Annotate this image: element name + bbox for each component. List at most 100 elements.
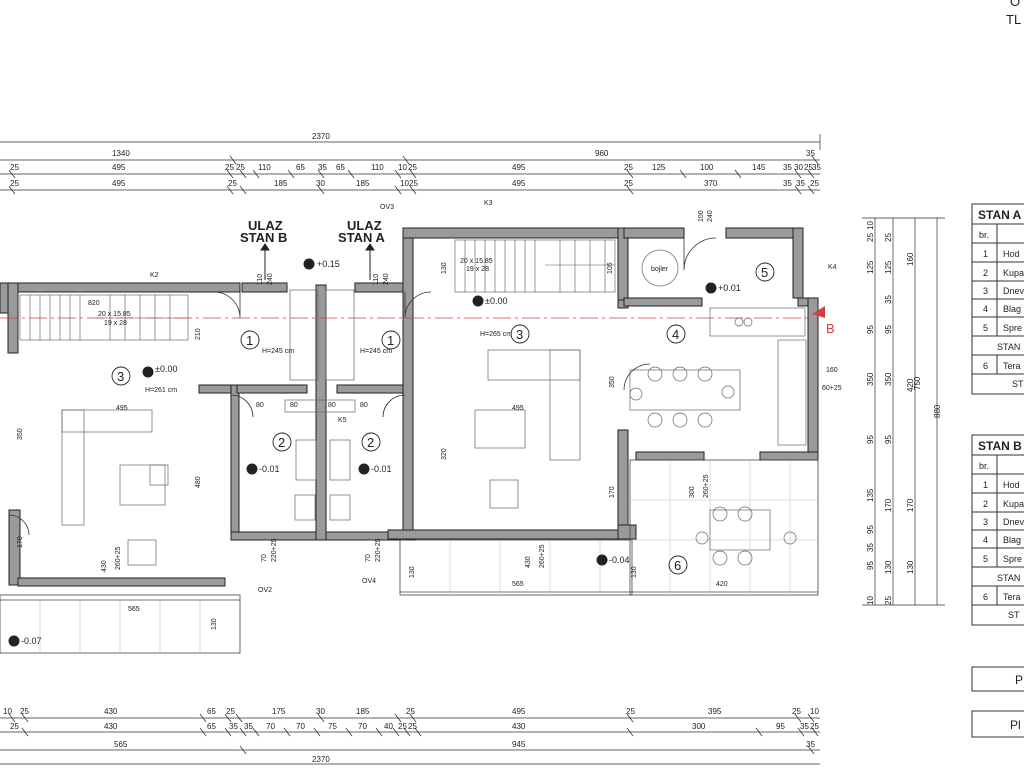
label-k2: K2 bbox=[150, 272, 159, 279]
right-dimensions bbox=[862, 217, 945, 606]
dim-label: 495 bbox=[112, 179, 126, 188]
dim-label: 95 bbox=[884, 325, 893, 334]
dim-label: 110 bbox=[373, 274, 380, 285]
table-b-name: Hod bbox=[1003, 480, 1020, 490]
dim-label: 35 bbox=[866, 543, 875, 552]
dim-label: 25 bbox=[408, 722, 417, 731]
dim-label: 565 bbox=[114, 740, 128, 749]
room-number: 2 bbox=[367, 435, 374, 450]
dim-label: 35 bbox=[783, 163, 792, 172]
top-dim-row-3: 25 495 25 185 30 185 10 25 495 25 370 35… bbox=[10, 179, 819, 188]
dim-label: 25 bbox=[406, 707, 415, 716]
table-a-no: 1 bbox=[983, 249, 988, 259]
dim-label: 175 bbox=[272, 707, 286, 716]
dim-label: 25 bbox=[866, 233, 875, 242]
level-label: +0.01 bbox=[718, 283, 741, 293]
dim-label: 25 bbox=[810, 722, 819, 731]
table-b-no: 1 bbox=[983, 480, 988, 490]
bottom-box-2-label: Pl bbox=[1010, 718, 1021, 732]
room-number: 3 bbox=[516, 327, 523, 342]
dim-label: 25 bbox=[624, 163, 633, 172]
dim-label: 260+25 bbox=[703, 474, 710, 498]
label-k5: K5 bbox=[338, 417, 347, 424]
dim-label: 565 bbox=[512, 581, 524, 588]
label-ov3: OV3 bbox=[380, 204, 394, 211]
dim-label: 210 bbox=[195, 328, 202, 340]
dim-label: 945 bbox=[512, 740, 526, 749]
stair-label: 20 x 15.85 bbox=[460, 258, 493, 265]
dim-label: 65 bbox=[207, 722, 216, 731]
dim-label: 480 bbox=[195, 476, 202, 488]
dim-label: 60+25 bbox=[822, 385, 842, 392]
dim-label: 75 bbox=[328, 722, 337, 731]
dim-label: 25 bbox=[810, 179, 819, 188]
dim-label: 395 bbox=[708, 707, 722, 716]
dim-label: 70 bbox=[358, 722, 367, 731]
dim-label: 95 bbox=[776, 722, 785, 731]
dim-label: 35 bbox=[244, 722, 253, 731]
dim-label: 80 bbox=[360, 402, 368, 409]
dim-label: 130 bbox=[409, 566, 416, 578]
dim-label: 95 bbox=[884, 435, 893, 444]
stair-label: 19 x 28 bbox=[104, 320, 127, 327]
dim-label: 350 bbox=[609, 376, 616, 388]
table-a-subtotal: STAN bbox=[997, 342, 1020, 352]
entrance-stan-b: ULAZ STAN B bbox=[240, 218, 287, 245]
entrance-label: STAN B bbox=[240, 230, 287, 245]
dim-label: 35 bbox=[800, 722, 809, 731]
dim-label: 35 bbox=[796, 179, 805, 188]
level-label: ±0.00 bbox=[485, 296, 507, 306]
table-a-name: Spre bbox=[1003, 323, 1022, 333]
table-stan-b bbox=[971, 434, 1024, 626]
dim-label: 750 bbox=[913, 376, 922, 390]
label-ov4: OV4 bbox=[362, 578, 376, 585]
dim-label: 105 bbox=[607, 262, 614, 274]
dim-label: 240 bbox=[267, 273, 274, 285]
room-number: 3 bbox=[117, 369, 124, 384]
entrance-label: ULAZ bbox=[347, 218, 382, 233]
dim-label: 95 bbox=[866, 435, 875, 444]
dim-label: 100 bbox=[698, 210, 705, 222]
table-b-no: 3 bbox=[983, 517, 988, 527]
dim-label: 70 bbox=[261, 554, 268, 562]
table-b-name: Tera bbox=[1003, 592, 1021, 602]
dim-label: 65 bbox=[336, 163, 345, 172]
table-b-name: Kupa bbox=[1003, 499, 1024, 509]
level-label: -0.01 bbox=[371, 464, 392, 474]
right-dim-col-3: 160 420 170 130 bbox=[906, 252, 915, 574]
room-number: 2 bbox=[278, 435, 285, 450]
table-b-no: 2 bbox=[983, 499, 988, 509]
dim-label: 350 bbox=[17, 428, 24, 440]
level-label: -0.04 bbox=[609, 555, 630, 565]
level-label: -0.07 bbox=[21, 636, 42, 646]
dim-label: 125 bbox=[866, 260, 875, 274]
dim-label: 40 bbox=[384, 722, 393, 731]
dim-label: 25 bbox=[225, 163, 234, 172]
dim-label: 110 bbox=[258, 163, 271, 172]
bottom-overall-dim: 2370 bbox=[312, 755, 330, 764]
level-label: ±0.00 bbox=[155, 364, 177, 374]
table-b-no: 5 bbox=[983, 554, 988, 564]
dim-label: 25 bbox=[228, 179, 237, 188]
dim-label: 65 bbox=[296, 163, 305, 172]
dim-label: 25 bbox=[626, 707, 635, 716]
top-dim-ticks bbox=[8, 155, 819, 195]
bojler-label: bojler bbox=[651, 266, 669, 273]
dim-label: 1340 bbox=[112, 149, 130, 158]
level-markers bbox=[8, 258, 717, 647]
dim-label: 260+25 bbox=[115, 546, 122, 570]
dim-label: 25 bbox=[792, 707, 801, 716]
table-a-name: Dnev bbox=[1003, 286, 1024, 296]
dim-label: 25 bbox=[226, 707, 235, 716]
dim-label: 220+25 bbox=[271, 538, 278, 562]
stairs-stan-a bbox=[454, 239, 616, 293]
dim-label: 135 bbox=[866, 488, 875, 502]
dim-label: 820 bbox=[88, 300, 100, 307]
dim-label: 25 bbox=[409, 179, 418, 188]
table-a-title: STAN A bbox=[978, 208, 1022, 222]
entrance-label: STAN A bbox=[338, 230, 386, 245]
entrance-stan-a: ULAZ STAN A bbox=[338, 218, 386, 245]
section-line bbox=[0, 306, 825, 319]
dim-label: 430 bbox=[525, 556, 532, 568]
